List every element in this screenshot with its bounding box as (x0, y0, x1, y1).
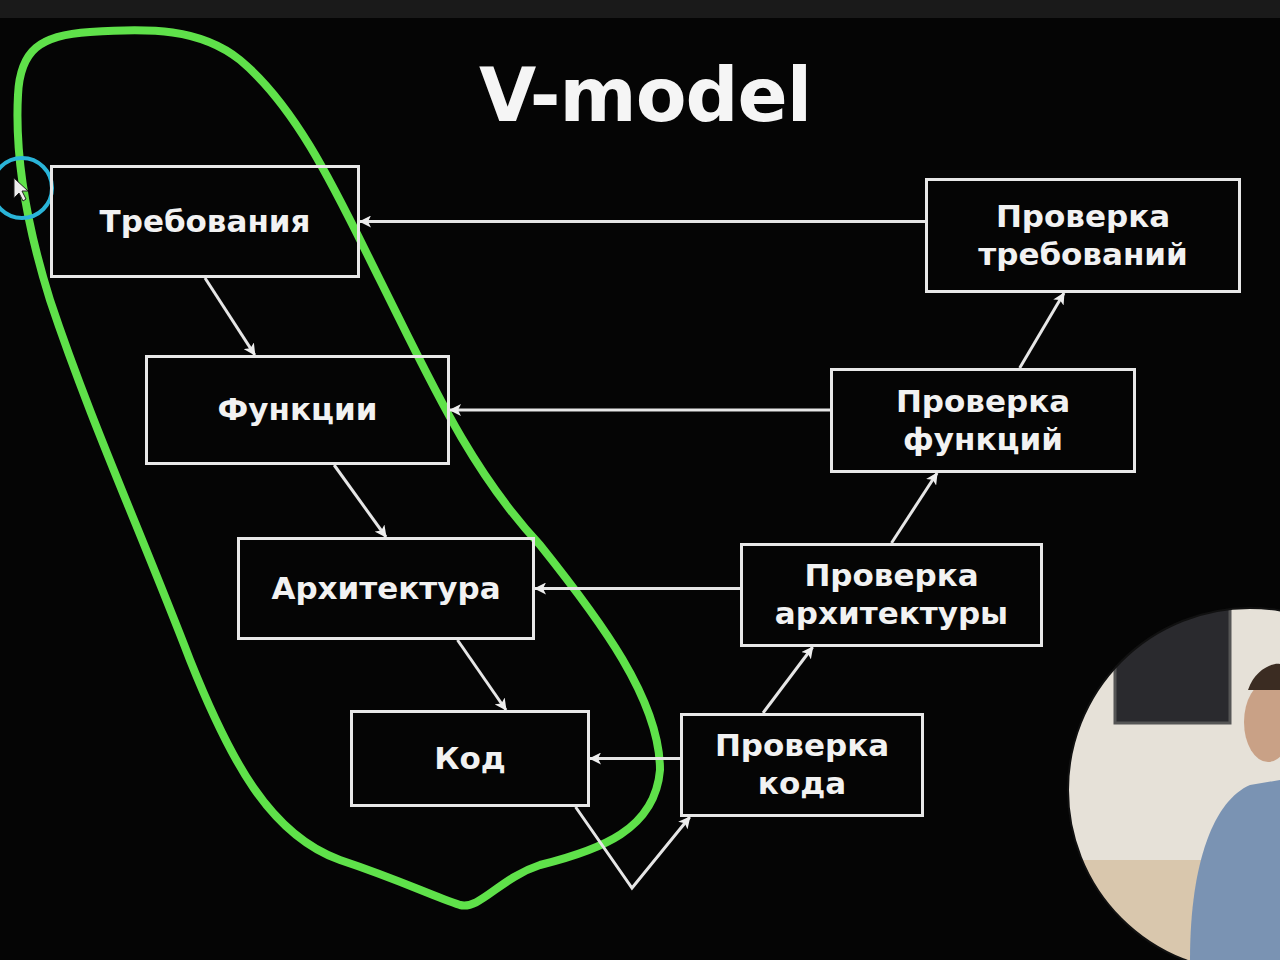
flow-arrow (535, 587, 740, 590)
flow-arrow (205, 278, 255, 355)
process-box: Код (350, 710, 590, 807)
box-label: Код (432, 740, 508, 778)
box-label: Проверка функций (844, 383, 1122, 459)
box-label: Требования (98, 203, 313, 241)
mouse-cursor (14, 178, 28, 201)
process-box: Требования (50, 165, 360, 278)
process-box: Функции (145, 355, 450, 465)
flow-arrow (458, 640, 507, 710)
box-label: Проверка архитектуры (754, 557, 1029, 633)
box-label: Проверка кода (694, 727, 910, 803)
flow-arrow (576, 807, 690, 888)
flow-arrow (590, 757, 680, 760)
slide-title: V-model (0, 52, 1280, 138)
highlight-outline (17, 30, 660, 905)
process-box: Проверка архитектуры (740, 543, 1043, 647)
flow-arrow (360, 220, 925, 223)
screen-bezel (0, 0, 1280, 18)
cursor-highlight (0, 158, 52, 218)
webcam-bubble (1060, 600, 1280, 960)
flow-arrow (1020, 293, 1064, 368)
process-box: Проверка требований (925, 178, 1241, 293)
box-label: Архитектура (269, 570, 502, 608)
process-box: Архитектура (237, 537, 535, 640)
flow-arrow (450, 409, 830, 412)
flow-arrow (334, 465, 386, 537)
process-box: Проверка функций (830, 368, 1136, 473)
box-label: Функции (216, 391, 380, 429)
flow-arrow (892, 473, 938, 543)
process-box: Проверка кода (680, 713, 924, 817)
flow-arrow (763, 647, 813, 713)
webcam-border (1068, 608, 1280, 960)
box-label: Проверка требований (939, 198, 1227, 274)
